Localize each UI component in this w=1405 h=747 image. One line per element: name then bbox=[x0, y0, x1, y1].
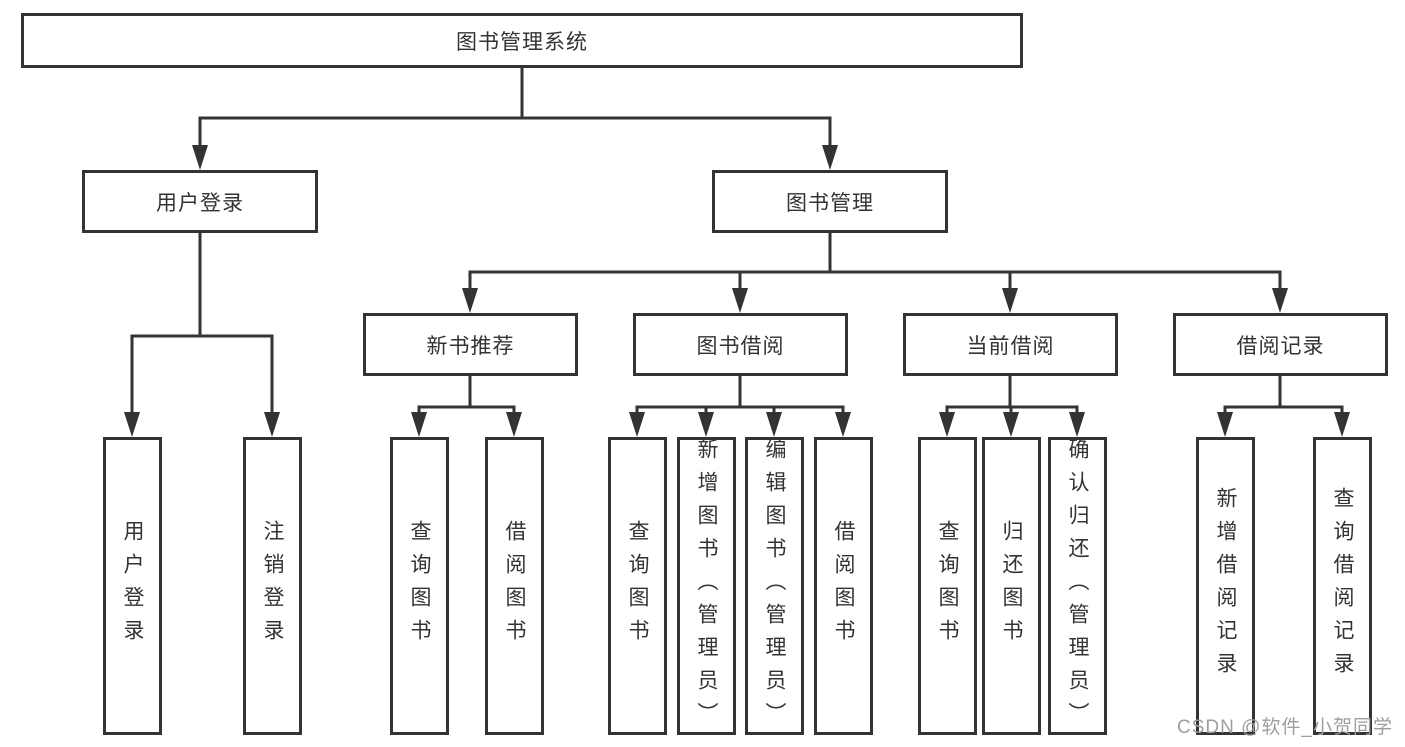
arrow-down-icon bbox=[835, 412, 851, 437]
node-book-management: 图书管理 bbox=[712, 170, 948, 233]
arrow-down-icon bbox=[264, 412, 280, 437]
node-label: 图书管理 bbox=[786, 191, 874, 215]
node-new-book-recommendation: 新书推荐 bbox=[363, 313, 578, 376]
leaf-logout: 注销登录 bbox=[243, 437, 302, 735]
arrow-down-icon bbox=[939, 412, 955, 437]
leaf-user-login: 用户登录 bbox=[103, 437, 162, 735]
node-library-management-system: 图书管理系统 bbox=[21, 13, 1023, 68]
arrow-down-icon bbox=[1272, 288, 1288, 313]
node-label: 查询图书 bbox=[408, 520, 431, 652]
node-label: 当前借阅 bbox=[966, 334, 1055, 358]
node-label: 用户登录 bbox=[156, 191, 244, 215]
leaf-query-borrow-record: 查询借阅记录 bbox=[1313, 437, 1372, 735]
leaf-confirm-return-admin: 确认归还（管理员） bbox=[1048, 437, 1107, 735]
node-label: 图书借阅 bbox=[696, 334, 785, 358]
leaf-borrow-books-recommend: 借阅图书 bbox=[485, 437, 544, 735]
node-label: 归还图书 bbox=[1000, 520, 1023, 652]
arrow-down-icon bbox=[192, 145, 208, 170]
node-label: 借阅图书 bbox=[503, 520, 526, 652]
arrow-down-icon bbox=[1003, 412, 1019, 437]
leaf-query-books-current: 查询图书 bbox=[918, 437, 977, 735]
node-borrowing-records: 借阅记录 bbox=[1173, 313, 1388, 376]
node-label: 借阅记录 bbox=[1236, 334, 1325, 358]
node-label: 注销登录 bbox=[261, 520, 284, 652]
arrow-down-icon bbox=[506, 412, 522, 437]
node-label: 新增借阅记录 bbox=[1214, 487, 1237, 685]
leaf-return-book: 归还图书 bbox=[982, 437, 1041, 735]
arrow-down-icon bbox=[822, 145, 838, 170]
arrow-down-icon bbox=[766, 412, 782, 437]
arrow-down-icon bbox=[1002, 288, 1018, 313]
arrow-down-icon bbox=[411, 412, 427, 437]
leaf-add-book-admin: 新增图书（管理员） bbox=[677, 437, 736, 735]
node-label: 新增图书（管理员） bbox=[695, 437, 718, 735]
arrow-down-icon bbox=[1217, 412, 1233, 437]
node-label: 借阅图书 bbox=[832, 520, 855, 652]
node-book-borrowing: 图书借阅 bbox=[633, 313, 848, 376]
node-label: 查询图书 bbox=[936, 520, 959, 652]
leaf-query-books-recommend: 查询图书 bbox=[390, 437, 449, 735]
arrow-down-icon bbox=[732, 288, 748, 313]
arrow-down-icon bbox=[124, 412, 140, 437]
node-label: 查询图书 bbox=[626, 520, 649, 652]
watermark-text: CSDN @软件_小贺同学 bbox=[1177, 717, 1393, 738]
node-label: 用户登录 bbox=[121, 520, 144, 652]
arrow-down-icon bbox=[629, 412, 645, 437]
leaf-borrow-books-borrowing: 借阅图书 bbox=[814, 437, 873, 735]
node-label: 新书推荐 bbox=[426, 334, 515, 358]
arrow-down-icon bbox=[462, 288, 478, 313]
leaf-add-borrow-record: 新增借阅记录 bbox=[1196, 437, 1255, 735]
arrow-down-icon bbox=[1334, 412, 1350, 437]
node-user-login: 用户登录 bbox=[82, 170, 318, 233]
node-label: 编辑图书（管理员） bbox=[763, 437, 786, 735]
arrow-down-icon bbox=[1069, 412, 1085, 437]
leaf-query-books-borrowing: 查询图书 bbox=[608, 437, 667, 735]
node-label: 图书管理系统 bbox=[456, 30, 588, 54]
arrow-down-icon bbox=[698, 412, 714, 437]
node-label: 确认归还（管理员） bbox=[1066, 437, 1089, 735]
leaf-edit-book-admin: 编辑图书（管理员） bbox=[745, 437, 804, 735]
node-current-borrowing: 当前借阅 bbox=[903, 313, 1118, 376]
node-label: 查询借阅记录 bbox=[1331, 487, 1354, 685]
